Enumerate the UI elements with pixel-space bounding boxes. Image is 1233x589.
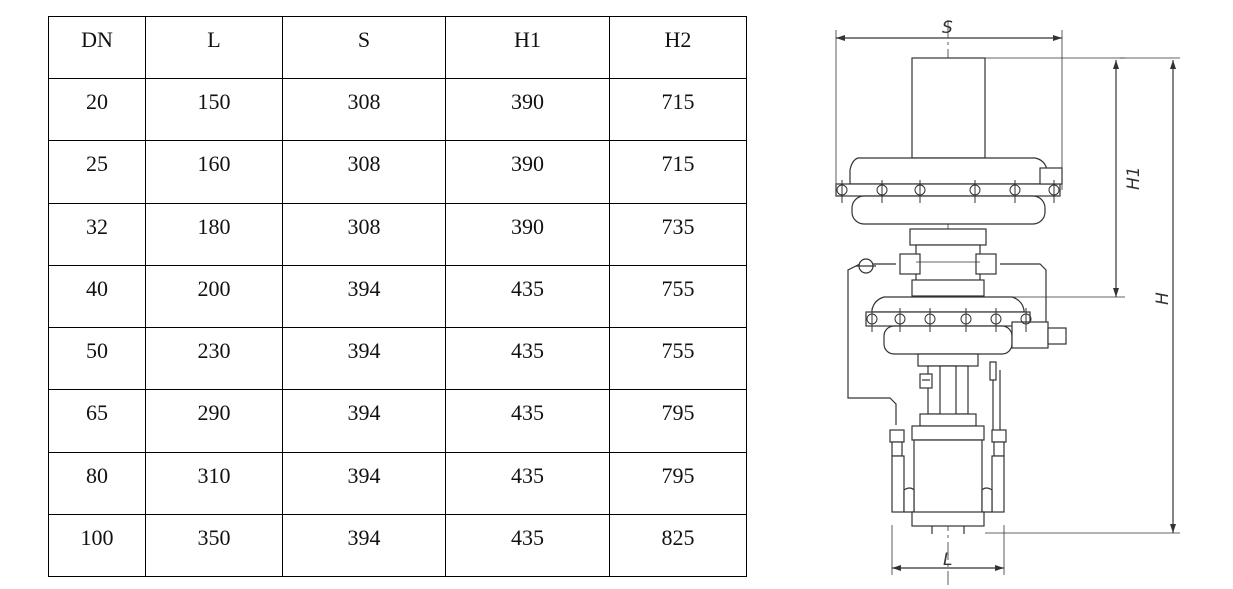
cell-h2: 715: [609, 78, 747, 142]
table-row: 100 350 394 435 825: [48, 513, 747, 578]
valve-drawing: S H1 H L: [835, 18, 1180, 585]
table-row: 50 230 394 435 755: [48, 327, 747, 391]
cell-h1: 435: [445, 451, 610, 515]
h-dimension: H: [985, 57, 1180, 534]
cell-dn: 20: [48, 78, 146, 142]
cell-h1: 435: [445, 327, 610, 391]
table-row: 25 160 308 390 715: [48, 140, 747, 204]
h1-dimension: H1: [985, 57, 1144, 298]
cell-s: 394: [282, 264, 446, 329]
table-row: 32 180 308 390 735: [48, 202, 747, 266]
cell-l: 180: [145, 202, 283, 266]
cell-h1: 390: [445, 202, 610, 266]
dimension-table: DN L S H1 H2 20 150 308 390 715 25 160 3…: [48, 15, 747, 578]
cell-dn: 25: [48, 140, 146, 204]
cell-dn: 80: [48, 451, 146, 515]
cell-h2: 755: [609, 264, 747, 329]
cell-h2: 735: [609, 202, 747, 266]
cell-s: 394: [282, 389, 446, 453]
table-header-row: DN L S H1 H2: [48, 15, 747, 80]
cell-s: 308: [282, 140, 446, 204]
table-row: 80 310 394 435 795: [48, 451, 747, 515]
table-row: 40 200 394 435 755: [48, 264, 747, 329]
table-row: 65 290 394 435 795: [48, 389, 747, 453]
cell-h1: 435: [445, 389, 610, 453]
cell-h1: 435: [445, 264, 610, 329]
upper-actuator: [835, 57, 1063, 225]
lower-diaphragm: [865, 279, 1067, 355]
header-h1: H1: [445, 15, 610, 80]
cell-h1: 435: [445, 513, 610, 578]
s-dimension: S: [835, 18, 1063, 190]
cell-s: 394: [282, 451, 446, 515]
cell-l: 230: [145, 327, 283, 391]
s-label: S: [942, 18, 953, 38]
valve-body: [889, 425, 1007, 534]
header-l: L: [145, 15, 283, 80]
cell-s: 308: [282, 78, 446, 142]
cell-h2: 795: [609, 389, 747, 453]
header-h2: H2: [609, 15, 747, 80]
cell-h2: 755: [609, 327, 747, 391]
cell-dn: 50: [48, 327, 146, 391]
cell-s: 394: [282, 327, 446, 391]
cell-dn: 65: [48, 389, 146, 453]
cell-h1: 390: [445, 140, 610, 204]
cell-l: 150: [145, 78, 283, 142]
cell-s: 394: [282, 513, 446, 578]
header-dn: DN: [48, 15, 146, 80]
valve-stem-area: [917, 353, 1001, 430]
cell-l: 290: [145, 389, 283, 453]
cell-l: 200: [145, 264, 283, 329]
cell-dn: 32: [48, 202, 146, 266]
cell-l: 350: [145, 513, 283, 578]
cell-h2: 715: [609, 140, 747, 204]
cell-h2: 795: [609, 451, 747, 515]
cell-h2: 825: [609, 513, 747, 578]
h-label: H: [1153, 292, 1173, 305]
header-s: S: [282, 15, 446, 80]
table-row: 20 150 308 390 715: [48, 78, 747, 142]
cell-l: 310: [145, 451, 283, 515]
cell-dn: 40: [48, 264, 146, 329]
cell-s: 308: [282, 202, 446, 266]
cell-dn: 100: [48, 513, 146, 578]
h1-label: H1: [1124, 166, 1144, 190]
cell-h1: 390: [445, 78, 610, 142]
cell-l: 160: [145, 140, 283, 204]
